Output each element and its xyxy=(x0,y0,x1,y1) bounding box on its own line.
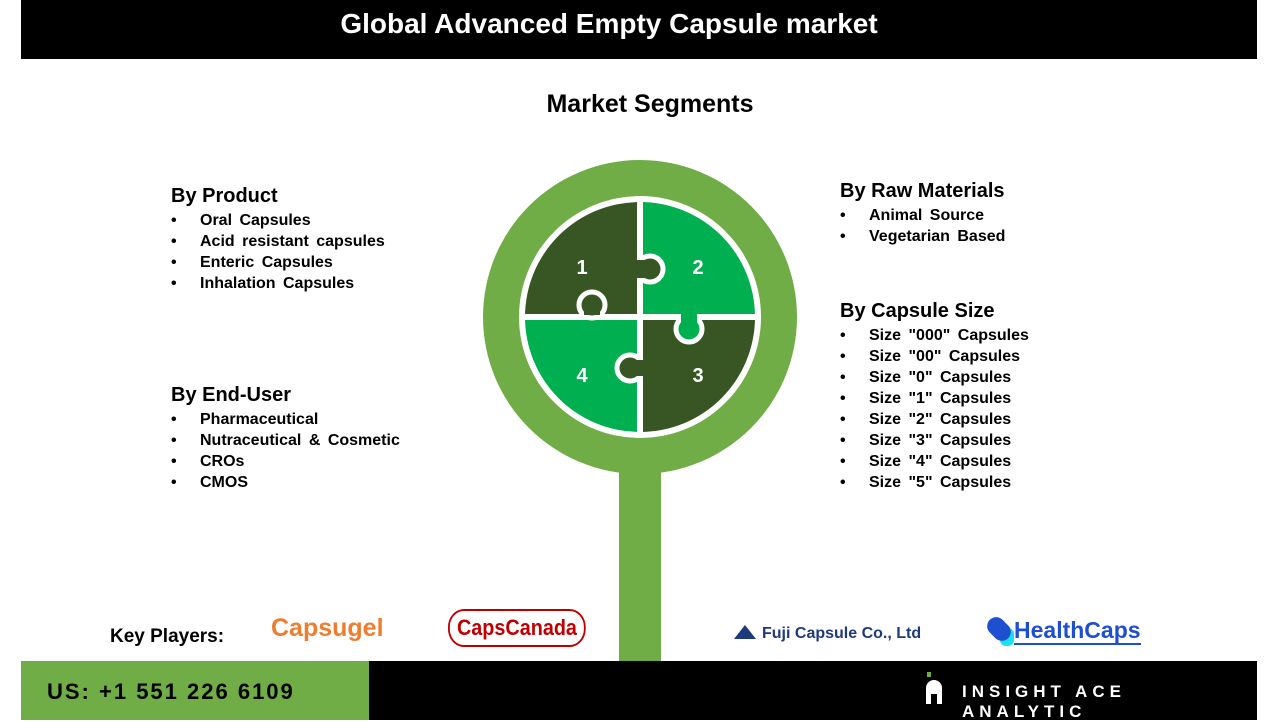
segment-end-user: By End-User PharmaceuticalNutraceutical … xyxy=(171,384,400,493)
list-item: Enteric Capsules xyxy=(171,252,385,273)
list-item: Pharmaceutical xyxy=(171,409,400,430)
phone-number: US: +1 551 226 6109 xyxy=(47,679,295,704)
list-item: Nutraceutical & Cosmetic xyxy=(171,430,400,451)
segment-title: By End-User xyxy=(171,384,292,406)
list-item: Size "3" Capsules xyxy=(840,430,1029,451)
key-players-label: Key Players: xyxy=(110,626,225,647)
brand-bar: INSIGHT ACE ANALYTIC xyxy=(369,661,1257,721)
list-item: Animal Source xyxy=(840,205,1005,226)
page-title: Global Advanced Empty Capsule market xyxy=(340,8,878,39)
segment-title: By Capsule Size xyxy=(840,300,995,322)
list-item: Size "00" Capsules xyxy=(840,346,1029,367)
list-item: CMOS xyxy=(171,472,400,493)
segment-title: By Raw Materials xyxy=(840,180,1005,202)
mountain-icon xyxy=(734,625,756,639)
puzzle-label-2: 2 xyxy=(692,257,703,279)
list-item: Size "5" Capsules xyxy=(840,472,1029,493)
logo-healthcaps: HealthCaps xyxy=(983,613,1141,646)
logo-fuji-capsule: Fuji Capsule Co., Ltd xyxy=(734,625,921,643)
segment-raw-materials: By Raw Materials Animal SourceVegetarian… xyxy=(840,180,1005,247)
list-item: Size "000" Capsules xyxy=(840,325,1029,346)
list-item: Acid resistant capsules xyxy=(171,231,385,252)
puzzle-label-4: 4 xyxy=(576,365,588,387)
logo-text: Fuji Capsule Co., Ltd xyxy=(762,625,922,642)
title-bar: Global Advanced Empty Capsule market xyxy=(21,0,1257,59)
segment-title: By Product xyxy=(171,185,278,207)
contact-bar: US: +1 551 226 6109 xyxy=(21,661,369,720)
logo-capsugel: Capsugel xyxy=(271,614,384,642)
puzzle-label-1: 1 xyxy=(576,257,587,279)
puzzle-label-3: 3 xyxy=(692,365,703,387)
logo-capscanada: CapsCanada xyxy=(448,609,586,647)
magnifier-handle xyxy=(619,470,661,661)
list-item: Size "1" Capsules xyxy=(840,388,1029,409)
section-title: Market Segments xyxy=(546,90,754,118)
segment-product: By Product Oral CapsulesAcid resistant c… xyxy=(171,185,385,294)
logo-text: HealthCaps xyxy=(1014,617,1141,645)
list-item: Size "0" Capsules xyxy=(840,367,1029,388)
brand-name: INSIGHT ACE ANALYTIC xyxy=(962,682,1126,721)
list-item: Size "2" Capsules xyxy=(840,409,1029,430)
segment-capsule-size: By Capsule Size Size "000" Capsules Size… xyxy=(840,300,1029,493)
list-item: Vegetarian Based xyxy=(840,226,1005,247)
list-item: Oral Capsules xyxy=(171,210,385,231)
brand-logo-icon xyxy=(927,672,931,677)
list-item: Size "4" Capsules xyxy=(840,451,1029,472)
list-item: CROs xyxy=(171,451,400,472)
list-item: Inhalation Capsules xyxy=(171,273,385,294)
